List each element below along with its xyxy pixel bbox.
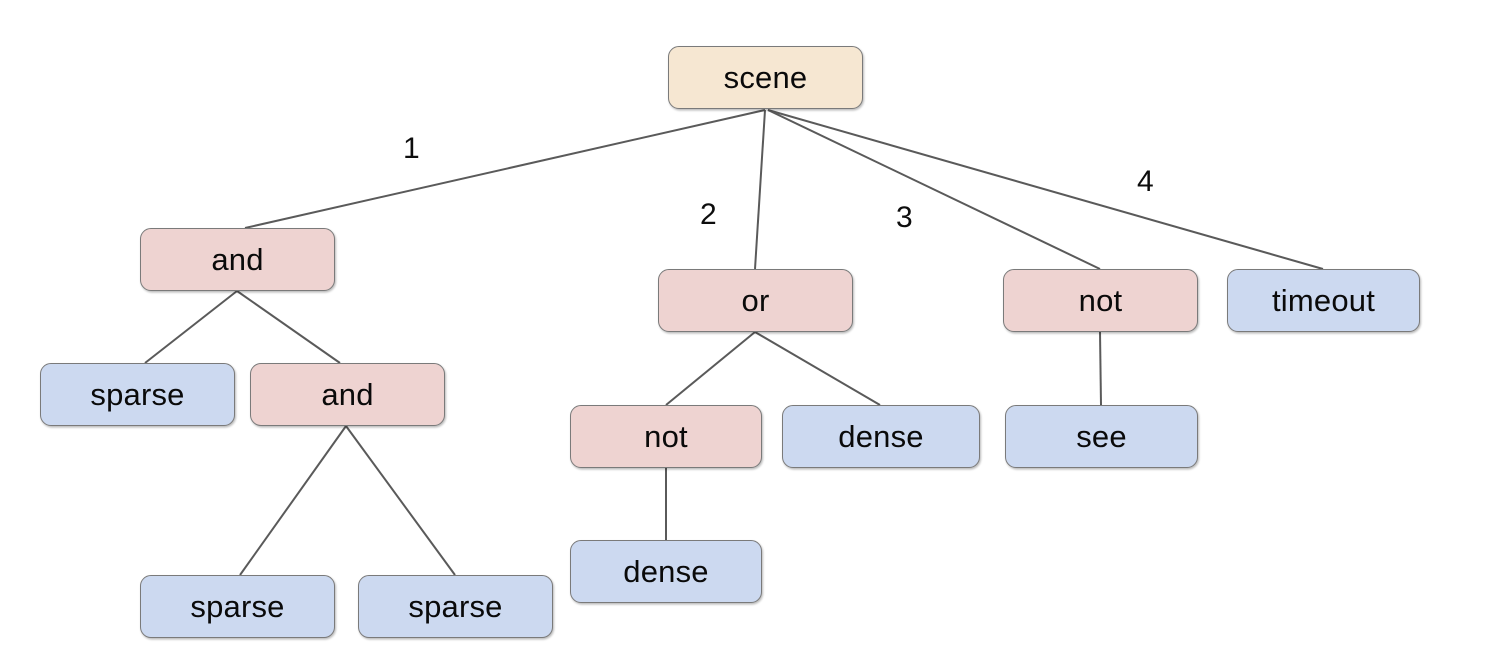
tree-node-not1[interactable]: not [1003, 269, 1198, 332]
tree-edge [767, 109, 1101, 270]
tree-node-dense1[interactable]: dense [782, 405, 980, 468]
tree-edge [239, 425, 347, 576]
tree-node-sparse1[interactable]: sparse [40, 363, 235, 426]
tree-edge [1099, 331, 1102, 406]
tree-node-timeout1[interactable]: timeout [1227, 269, 1420, 332]
edge-label-4: 4 [1137, 165, 1154, 198]
tree-node-and1[interactable]: and [140, 228, 335, 291]
tree-node-and2[interactable]: and [250, 363, 445, 426]
tree-node-not2[interactable]: not [570, 405, 762, 468]
edge-label-1: 1 [403, 132, 420, 165]
tree-node-or1[interactable]: or [658, 269, 853, 332]
tree-node-dense2[interactable]: dense [570, 540, 762, 603]
tree-edge [767, 109, 1324, 270]
tree-node-sparse2[interactable]: sparse [140, 575, 335, 638]
tree-edge [754, 109, 766, 270]
tree-edge [144, 290, 238, 364]
tree-edge [236, 290, 341, 364]
tree-node-see1[interactable]: see [1005, 405, 1198, 468]
tree-node-scene[interactable]: scene [668, 46, 863, 109]
tree-edge [665, 331, 756, 406]
tree-edge [244, 109, 766, 229]
edge-label-3: 3 [896, 201, 913, 234]
edge-label-2: 2 [700, 198, 717, 231]
tree-edge [754, 331, 881, 406]
tree-node-sparse3[interactable]: sparse [358, 575, 553, 638]
tree-edge [345, 425, 456, 576]
